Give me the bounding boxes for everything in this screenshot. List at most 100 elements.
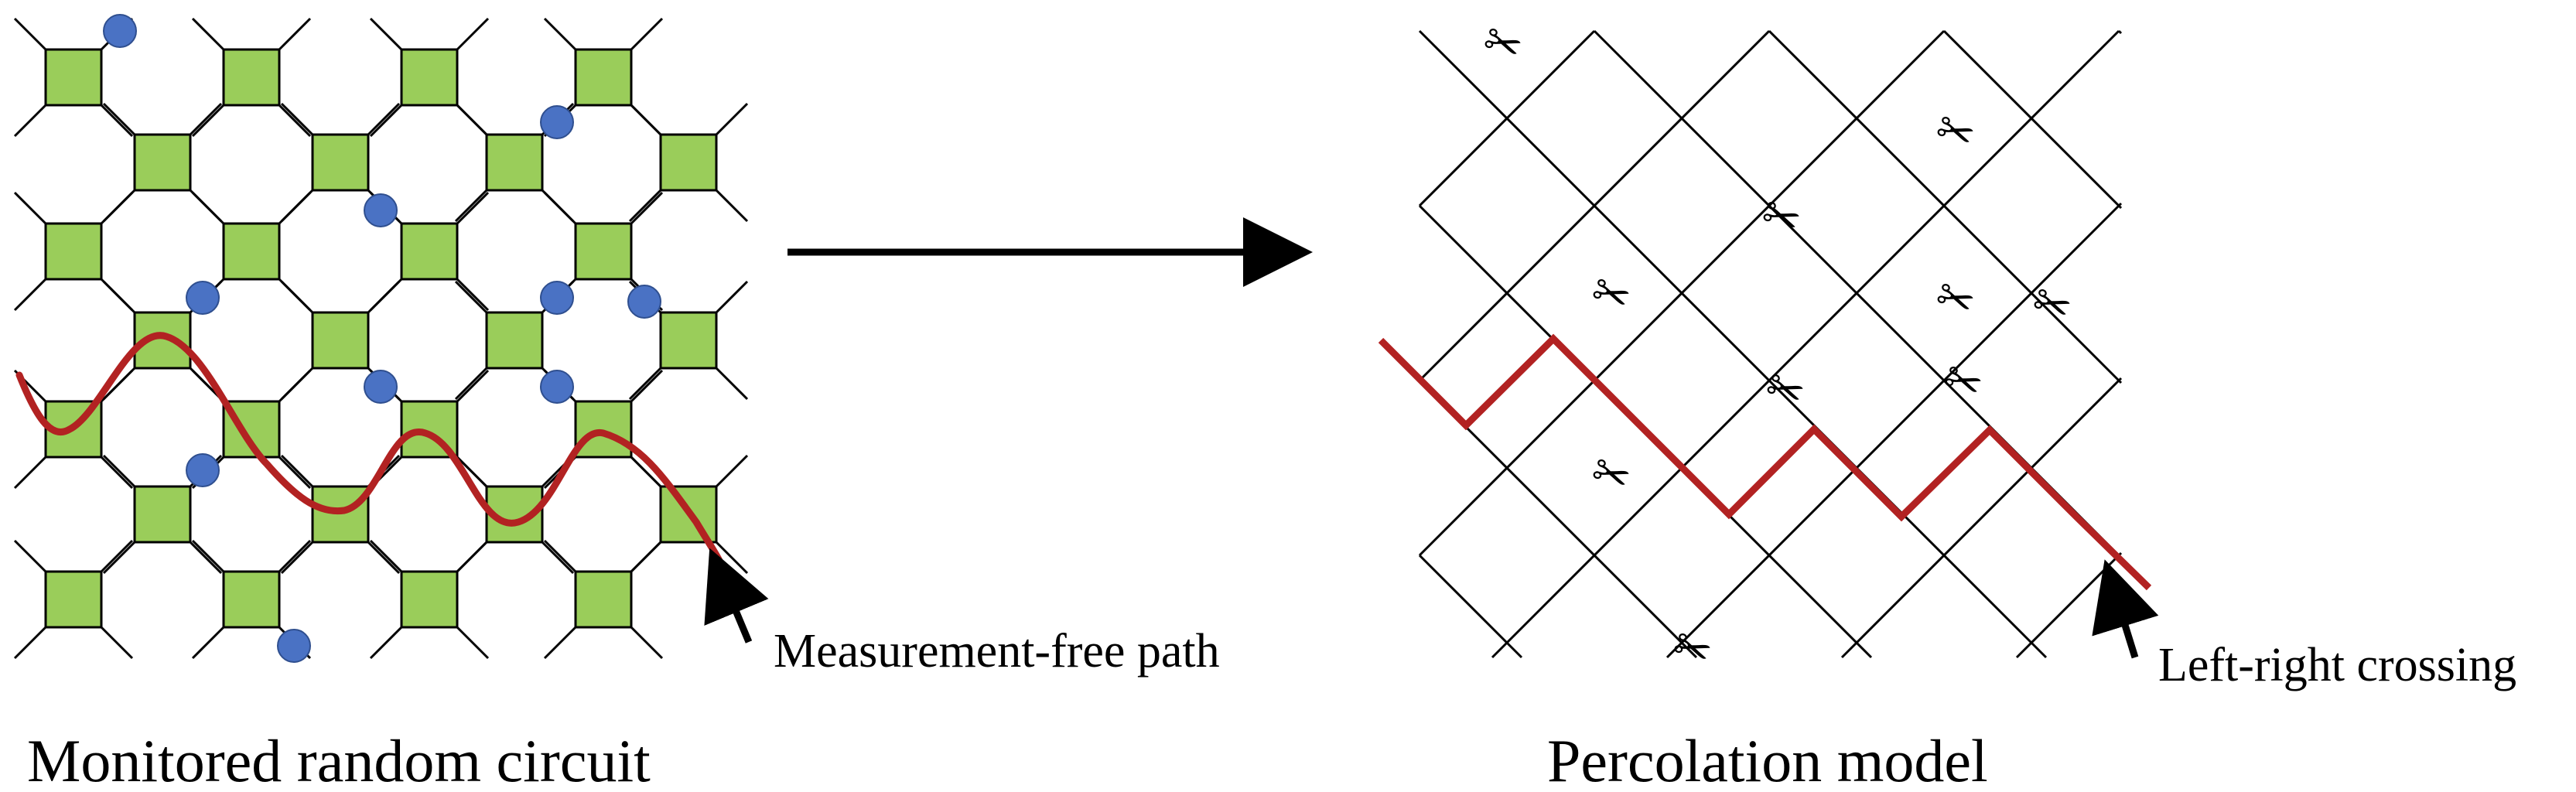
circuit-wire bbox=[454, 276, 490, 312]
circuit-wire bbox=[276, 454, 312, 490]
circuit-wire bbox=[13, 191, 49, 227]
circuit-wire bbox=[454, 624, 490, 660]
circuit-wire bbox=[102, 454, 138, 490]
unitary-gate bbox=[574, 48, 633, 107]
circuit-wire bbox=[13, 624, 49, 660]
unitary-gate bbox=[44, 570, 103, 629]
measurement-dot-icon bbox=[364, 370, 398, 404]
circuit-wire bbox=[369, 539, 405, 575]
arrow-icon bbox=[2092, 559, 2159, 659]
circuit-wire bbox=[543, 17, 579, 53]
circuit-wire bbox=[628, 187, 664, 223]
circuit-wire bbox=[713, 102, 749, 138]
circuit-wire bbox=[369, 624, 405, 660]
unitary-gate bbox=[222, 48, 281, 107]
circuit-wire bbox=[369, 102, 405, 138]
circuit-wire bbox=[454, 454, 490, 490]
unitary-gate bbox=[133, 133, 192, 192]
circuit-wire bbox=[628, 454, 664, 490]
circuit-wire bbox=[454, 369, 490, 405]
circuit-wire bbox=[628, 365, 664, 401]
circuit-wire bbox=[276, 369, 312, 405]
unitary-gate bbox=[400, 48, 459, 107]
measurement-dot-icon bbox=[277, 629, 311, 663]
percolation-panel: ✂✂✂✂✂✂✂✂✂✂ Left-right crossing Percolati… bbox=[1378, 12, 2516, 792]
lattice-bond bbox=[1418, 554, 1523, 659]
circuit-wire bbox=[454, 102, 490, 138]
circuit-wire bbox=[628, 539, 664, 575]
lattice-bond bbox=[1768, 29, 2123, 384]
scissors-icon: ✂ bbox=[1584, 443, 1638, 506]
measurement-dot-icon bbox=[364, 193, 398, 227]
lattice-bond bbox=[1942, 29, 2123, 210]
circuit-wire bbox=[13, 17, 49, 53]
scissors-icon: ✂ bbox=[1584, 263, 1638, 326]
circuit-wires bbox=[13, 17, 749, 660]
lattice-bond bbox=[1840, 377, 2123, 659]
measurement-dot-icon bbox=[186, 453, 220, 487]
measurement-dot-icon bbox=[186, 281, 220, 315]
unitary-gate bbox=[311, 311, 370, 370]
circuit-wire bbox=[102, 102, 138, 138]
unitary-gate bbox=[44, 48, 103, 107]
unitary-gate bbox=[659, 133, 718, 192]
measurement-dot-icon bbox=[540, 370, 574, 404]
circuit-wire bbox=[191, 191, 227, 227]
measurement-dot-icon bbox=[540, 105, 574, 139]
measurement-dots bbox=[103, 14, 661, 663]
circuit-wire bbox=[628, 191, 664, 227]
scissors-icon: ✂ bbox=[1929, 268, 1982, 330]
measurement-dot-icon bbox=[627, 285, 661, 319]
circuit-wire bbox=[187, 539, 223, 575]
unitary-gate bbox=[485, 311, 544, 370]
circuit-wire bbox=[98, 102, 134, 138]
unitary-gate bbox=[44, 222, 103, 281]
scissors-icon: ✂ bbox=[1929, 101, 1982, 163]
circuit-wire bbox=[187, 102, 223, 138]
circuit-wire bbox=[365, 280, 401, 316]
circuit-wire bbox=[713, 454, 749, 490]
scissors-icon: ✂ bbox=[2025, 273, 2079, 336]
circuit-wire bbox=[191, 624, 227, 660]
unitary-gate bbox=[574, 400, 633, 459]
circuit-wire bbox=[98, 624, 134, 660]
circuit-wire bbox=[454, 17, 490, 53]
right-caption: Percolation model bbox=[1547, 727, 1988, 792]
scissors-icon: ✂ bbox=[1666, 617, 1719, 680]
path-annotation: Measurement-free path bbox=[774, 625, 1220, 678]
circuit-wire bbox=[369, 17, 405, 53]
circuit-wire bbox=[713, 187, 749, 223]
circuit-wire bbox=[454, 191, 490, 227]
circuit-wire bbox=[13, 276, 49, 312]
unitary-gate bbox=[311, 133, 370, 192]
lattice-bond bbox=[2117, 29, 2123, 35]
scissors-icon: ✂ bbox=[1754, 186, 1808, 248]
circuit-wire bbox=[628, 624, 664, 660]
unitary-gate bbox=[574, 570, 633, 629]
circuit-wire bbox=[13, 454, 49, 490]
circuit-wire bbox=[98, 539, 134, 575]
circuit-wire bbox=[539, 539, 575, 575]
circuit-wire bbox=[713, 280, 749, 316]
arrow-icon bbox=[704, 548, 769, 644]
circuit-wire bbox=[280, 454, 316, 490]
lattice-bond bbox=[1491, 29, 2120, 659]
circuit-wire bbox=[454, 187, 490, 223]
monitored-circuit-panel: Measurement-free path Monitored random c… bbox=[13, 14, 1220, 792]
crossing-annotation: Left-right crossing bbox=[2158, 639, 2516, 691]
unitary-gate bbox=[485, 133, 544, 192]
circuit-wire bbox=[191, 17, 227, 53]
circuit-wire bbox=[276, 102, 312, 138]
circuit-gates bbox=[44, 48, 718, 629]
unitary-gate bbox=[659, 311, 718, 370]
circuit-wire bbox=[713, 365, 749, 401]
measurement-free-path bbox=[15, 332, 723, 565]
circuit-wire bbox=[543, 191, 579, 227]
circuit-wire bbox=[454, 539, 490, 575]
measurement-dot-icon bbox=[540, 281, 574, 315]
circuit-wire bbox=[191, 102, 227, 138]
unitary-gate bbox=[400, 570, 459, 629]
circuit-wire bbox=[454, 280, 490, 316]
circuit-wire bbox=[102, 539, 138, 575]
circuit-wire bbox=[276, 191, 312, 227]
